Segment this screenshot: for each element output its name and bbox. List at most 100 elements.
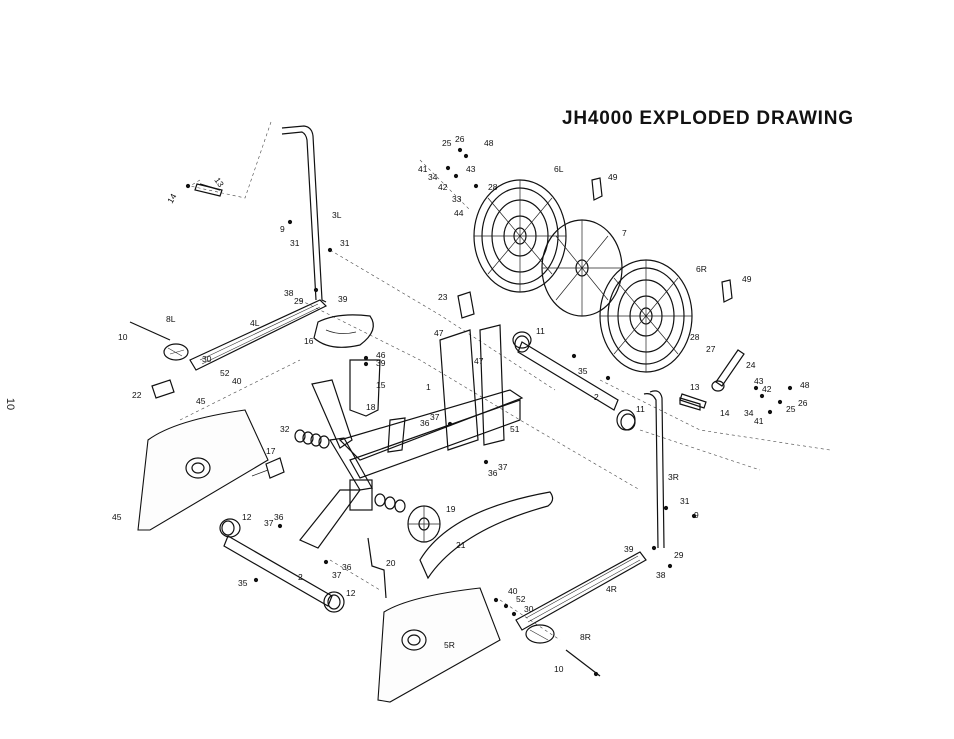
callout-5r: 5R <box>444 640 455 650</box>
callout-14: 14 <box>165 192 179 205</box>
knob-17 <box>251 457 285 479</box>
callout-37d: 37 <box>332 570 342 580</box>
callout-39: 39 <box>338 294 348 304</box>
callout-32: 32 <box>280 424 290 434</box>
main-frame-1 <box>299 324 524 549</box>
callout-3r: 3R <box>668 472 679 482</box>
callout-13: 13 <box>212 175 226 189</box>
drawing-title: JH4000 EXPLODED DRAWING <box>562 108 854 129</box>
callout-38b: 38 <box>656 570 666 580</box>
callout-37c: 37 <box>264 518 274 528</box>
callout-38: 38 <box>284 288 294 298</box>
callout-34b: 34 <box>744 408 754 418</box>
right-lever-arm-4r <box>515 551 647 631</box>
callout-40b: 40 <box>508 586 518 596</box>
callout-42b: 42 <box>762 384 772 394</box>
callout-3l: 3L <box>332 210 342 220</box>
callout-4l: 4L <box>250 318 260 328</box>
callout-9: 9 <box>280 224 285 234</box>
callout-31b: 31 <box>340 238 350 248</box>
callout-39c: 39 <box>624 544 634 554</box>
right-side-cover-5r <box>377 587 501 703</box>
fan-cage-6r <box>599 259 693 373</box>
callout-41b: 41 <box>754 416 764 426</box>
callout-35: 35 <box>578 366 588 376</box>
callout-41: 41 <box>418 164 428 174</box>
callout-43b: 43 <box>754 376 764 386</box>
callout-11b: 11 <box>636 404 645 414</box>
callout-17: 17 <box>266 446 276 456</box>
callout-52: 52 <box>220 368 230 378</box>
callout-45: 45 <box>196 396 206 406</box>
callout-6r: 6R <box>696 264 707 274</box>
callout-49: 49 <box>608 172 618 182</box>
right-handlebar-3r <box>643 390 707 549</box>
callout-6l: 6L <box>554 164 564 174</box>
callout-49b: 49 <box>742 274 752 284</box>
callout-36c: 36 <box>274 512 284 522</box>
callout-42: 42 <box>438 182 448 192</box>
callout-51: 51 <box>510 424 520 434</box>
callout-2: 2 <box>594 392 599 402</box>
callout-30b: 30 <box>524 604 534 614</box>
callout-8l: 8L <box>166 314 176 324</box>
callout-37b: 37 <box>498 462 508 472</box>
callout-52b: 52 <box>516 594 526 604</box>
assembly-lines <box>179 121 831 641</box>
callout-28: 28 <box>488 182 498 192</box>
callout-36d: 36 <box>342 562 352 572</box>
bracket-22 <box>151 379 175 399</box>
knob-23 <box>457 291 475 319</box>
callout-35b: 35 <box>238 578 248 588</box>
callout-26: 26 <box>455 134 465 144</box>
callout-45b: 45 <box>112 512 122 522</box>
callout-31c: 31 <box>680 496 690 506</box>
callout-43: 43 <box>466 164 476 174</box>
callout-24: 24 <box>746 360 756 370</box>
shifter-rod-20 <box>367 537 387 599</box>
callout-23: 23 <box>438 292 448 302</box>
callout-18: 18 <box>366 402 376 412</box>
callout-47b: 47 <box>474 356 484 366</box>
callout-44: 44 <box>454 208 464 218</box>
callout-22: 22 <box>132 390 142 400</box>
callout-1: 1 <box>426 382 431 392</box>
front-stabilizer-2 <box>219 518 345 613</box>
callout-36b: 36 <box>488 468 498 478</box>
washer-stack-32 <box>294 429 406 513</box>
left-side-cover <box>137 409 269 531</box>
left-lever-arm-4l <box>189 299 328 371</box>
callout-16: 16 <box>304 336 314 346</box>
callout-11: 11 <box>536 326 545 336</box>
callout-19: 19 <box>446 504 456 514</box>
callout-34: 34 <box>428 172 438 182</box>
callout-29b: 29 <box>674 550 684 560</box>
callout-8r: 8R <box>580 632 591 642</box>
callout-36: 36 <box>420 418 430 428</box>
callout-29: 29 <box>294 296 304 306</box>
callout-26b: 26 <box>798 398 808 408</box>
part-callouts: 25 26 48 41 43 34 42 28 33 44 6L 49 14 1… <box>112 134 810 674</box>
left-footpeg-8l <box>129 321 189 361</box>
callout-40: 40 <box>232 376 242 386</box>
callout-30: 30 <box>202 354 212 364</box>
callout-27: 27 <box>706 344 716 354</box>
crank-24 <box>711 349 745 392</box>
callout-20: 20 <box>386 558 396 568</box>
callout-48: 48 <box>484 138 494 148</box>
fan-cage-6l <box>473 179 567 293</box>
callout-37: 37 <box>430 412 440 422</box>
callout-39b: 39 <box>376 358 386 368</box>
rollers <box>199 183 701 610</box>
right-footpeg-8r <box>525 624 601 677</box>
pulley-and-belt <box>407 491 554 580</box>
callout-25b: 25 <box>786 404 796 414</box>
callout-9b: 9 <box>694 510 699 520</box>
callout-15: 15 <box>376 380 386 390</box>
fan-end-caps-49 <box>591 177 733 303</box>
callout-14b: 14 <box>720 408 730 418</box>
callout-48b: 48 <box>800 380 810 390</box>
callout-12b: 12 <box>346 588 356 598</box>
